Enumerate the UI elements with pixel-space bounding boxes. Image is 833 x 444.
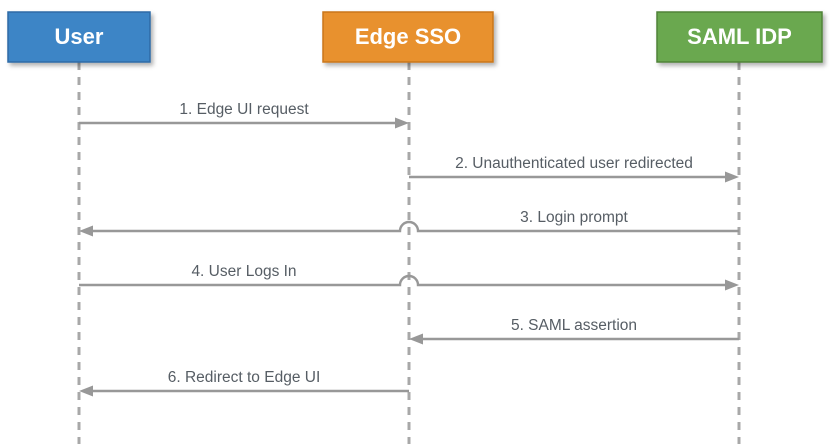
message-label-3: 3. Login prompt	[520, 209, 628, 226]
participant-box-saml-idp[interactable]	[656, 11, 823, 63]
message-label-5: 5. SAML assertion	[511, 317, 637, 334]
participant-label-user: User	[55, 24, 104, 49]
lifelines-layer	[77, 62, 741, 444]
message-arrowhead-2	[725, 171, 739, 183]
message-label-6: 6. Redirect to Edge UI	[168, 369, 321, 386]
participant-edge-sso[interactable]: Edge SSO	[322, 11, 494, 63]
messages-layer	[79, 117, 739, 397]
message-arrowhead-1	[395, 117, 409, 129]
message-arrowhead-3	[79, 225, 93, 237]
participant-box-edge-sso[interactable]	[322, 11, 494, 63]
message-label-4: 4. User Logs In	[191, 263, 296, 280]
message-arrowhead-6	[79, 385, 93, 397]
message-line-4	[79, 274, 725, 287]
participant-user[interactable]: User	[7, 11, 151, 63]
message-arrowhead-4	[725, 279, 739, 291]
message-labels-layer: 1. Edge UI request 2. Unauthenticated use…	[168, 101, 693, 386]
participant-saml-idp[interactable]: SAML IDP	[656, 11, 823, 63]
message-line-3	[93, 220, 739, 233]
message-arrowhead-5	[409, 333, 423, 345]
message-label-1: 1. Edge UI request	[179, 101, 309, 118]
participant-label-saml-idp: SAML IDP	[687, 24, 792, 49]
participant-label-edge-sso: Edge SSO	[355, 24, 461, 49]
message-label-2: 2. Unauthenticated user redirected	[455, 155, 693, 172]
participant-box-user[interactable]	[7, 11, 151, 63]
participants-layer: User Edge SSO SAML IDP	[7, 11, 823, 63]
